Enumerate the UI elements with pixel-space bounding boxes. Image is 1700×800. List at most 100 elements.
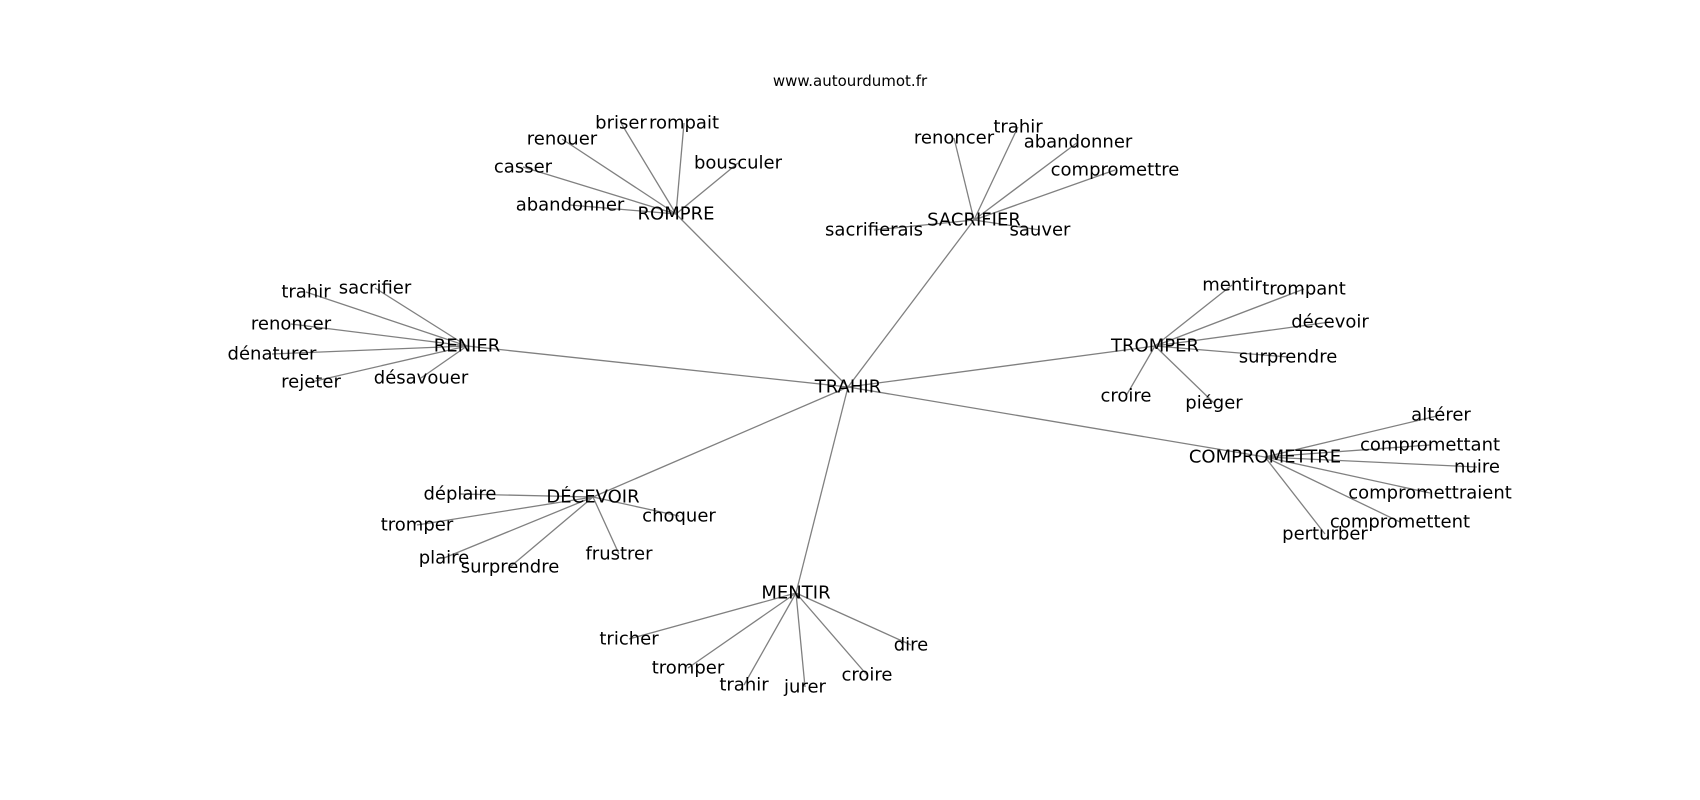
hub-node-renier: RENIER (434, 336, 501, 357)
word-node-d-choquer: choquer (642, 506, 716, 527)
edge-decevoir-d_plaire (443, 496, 594, 559)
hub-node-rompre: ROMPRE (638, 204, 715, 225)
word-node-t-mentir: mentir (1202, 275, 1262, 296)
hub-node-decevoir: DÉCEVOIR (546, 486, 639, 508)
word-node-r-casser: casser (494, 157, 553, 178)
graph-nodes: TRAHIR ROMPRE SACRIFIER RENIER TROMPER COMPRO… (228, 113, 1512, 698)
edge-mentir_hub-m_dire (795, 592, 912, 646)
edge-renier-n_desavouer (420, 345, 468, 379)
word-node-t-surprendre: surprendre (1239, 347, 1338, 368)
hub-node-trahir-center: TRAHIR (814, 377, 881, 398)
edge-rompre-r_abandonner (569, 204, 677, 215)
edge-trahir_center-compromettre_hub (847, 386, 1266, 458)
hub-node-mentir-hub: MENTIR (761, 583, 830, 604)
word-node-c-compromettraient: compromettraient (1348, 483, 1512, 504)
word-node-d-tromper: tromper (381, 515, 454, 536)
word-node-m-croire: croire (842, 665, 893, 686)
edge-decevoir-d_deplaire (459, 493, 594, 498)
edge-trahir_center-renier (466, 345, 849, 388)
word-node-t-trompant: trompant (1262, 279, 1346, 300)
word-node-m-trahir: trahir (719, 675, 769, 696)
edge-compromettre_hub-c_compromettent (1264, 456, 1401, 523)
word-node-m-tricher: tricher (599, 629, 659, 650)
word-node-d-deplaire: déplaire (423, 484, 496, 505)
edge-mentir_hub-m_trahir (743, 592, 797, 686)
word-node-r-briser: briser (595, 113, 647, 134)
word-node-m-tromper: tromper (652, 658, 725, 679)
word-node-r-renouer: renouer (527, 129, 598, 150)
word-node-d-surprendre: surprendre (461, 557, 560, 578)
word-node-c-perturber: perturber (1282, 524, 1368, 545)
word-node-s-compromettre: compromettre (1051, 160, 1180, 181)
edge-rompre-r_bousculer (675, 162, 739, 215)
word-node-r-rompait: rompait (649, 113, 719, 134)
word-node-m-jurer: jurer (783, 677, 826, 698)
word-node-n-rejeter: rejeter (281, 372, 341, 393)
edge-mentir_hub-m_tricher (628, 592, 797, 640)
word-node-c-compromettant: compromettant (1360, 435, 1500, 456)
word-node-s-sauver: sauver (1010, 220, 1072, 241)
edge-trahir_center-rompre (675, 213, 849, 388)
edge-sacrifier-s_trahir (973, 126, 1019, 221)
edge-rompre-r_casser (522, 166, 677, 215)
word-node-s-sacrifierais: sacrifierais (825, 220, 923, 241)
word-node-d-plaire: plaire (419, 548, 470, 569)
word-node-n-trahir: trahir (281, 282, 331, 303)
edge-renier-n_rejeter (310, 345, 468, 383)
edge-sacrifier-s_abandonner (973, 141, 1079, 221)
word-node-r-abandonner: abandonner (516, 195, 625, 216)
edge-decevoir-d_surprendre (509, 496, 594, 568)
edge-trahir_center-sacrifier (847, 219, 975, 388)
edge-tromper_hub-t_surprendre (1154, 345, 1289, 358)
edge-sacrifier-s_compromettre (973, 169, 1116, 221)
source-label: www.autourdumot.fr (773, 72, 928, 90)
edge-rompre-r_renouer (561, 138, 677, 215)
edge-sacrifier-s_sacrifierais (873, 219, 975, 231)
graph-edges (271, 122, 1478, 688)
edge-compromettre_hub-c_compromettant (1264, 444, 1431, 458)
edge-tromper_hub-t_croire (1125, 345, 1156, 397)
word-node-t-pieger: piéger (1185, 393, 1243, 414)
word-node-n-desavouer: désavouer (374, 368, 469, 389)
word-node-r-bousculer: bousculer (694, 153, 783, 174)
edge-trahir_center-mentir_hub (795, 386, 849, 594)
word-node-t-croire: croire (1101, 386, 1152, 407)
edge-renier-n_trahir (305, 291, 468, 347)
edge-sacrifier-s_sauver (973, 219, 1041, 231)
edge-mentir_hub-m_jurer (795, 592, 806, 688)
word-node-s-renoncer: renoncer (914, 128, 995, 149)
edge-rompre-r_briser (620, 122, 677, 215)
edge-decevoir-d_frustrer (592, 496, 620, 555)
word-node-m-dire: dire (894, 635, 929, 656)
edge-renier-n_sacrifier (374, 287, 468, 347)
hub-node-sacrifier: SACRIFIER (927, 210, 1021, 231)
edge-mentir_hub-m_croire (795, 592, 868, 676)
edge-tromper_hub-t_mentir (1154, 284, 1233, 347)
edge-compromettre_hub-c_perturber (1264, 456, 1326, 535)
edge-renier-n_denaturer (271, 345, 468, 355)
word-node-s-trahir: trahir (993, 117, 1043, 138)
edge-compromettre_hub-c_nuire (1264, 456, 1478, 468)
edge-compromettre_hub-c_alterer (1264, 414, 1442, 458)
word-node-n-renoncer: renoncer (251, 314, 332, 335)
edge-compromettre_hub-c_compromettraient (1264, 456, 1431, 494)
edge-trahir_center-tromper_hub (847, 345, 1156, 388)
hub-node-tromper-hub: TROMPER (1110, 336, 1199, 357)
word-node-t-decevoir: décevoir (1291, 312, 1369, 333)
edge-tromper_hub-t_trompant (1154, 288, 1305, 347)
edge-rompre-r_rompait (675, 122, 685, 215)
word-node-s-abandonner: abandonner (1024, 132, 1133, 153)
edge-tromper_hub-t_pieger (1154, 345, 1215, 404)
edge-mentir_hub-m_tromper (687, 592, 797, 669)
edge-decevoir-d_tromper (416, 496, 594, 526)
edge-decevoir-d_choquer (592, 496, 680, 517)
word-node-c-compromettent: compromettent (1330, 512, 1470, 533)
edge-sacrifier-s_renoncer (953, 137, 975, 221)
word-node-c-nuire: nuire (1454, 457, 1500, 478)
word-node-n-sacrifier: sacrifier (339, 278, 412, 299)
edge-trahir_center-decevoir (592, 386, 849, 498)
hub-node-compromettre-hub: COMPROMETTRE (1189, 447, 1341, 468)
edge-tromper_hub-t_decevoir (1154, 321, 1331, 347)
word-node-c-alterer: altérer (1411, 405, 1471, 426)
